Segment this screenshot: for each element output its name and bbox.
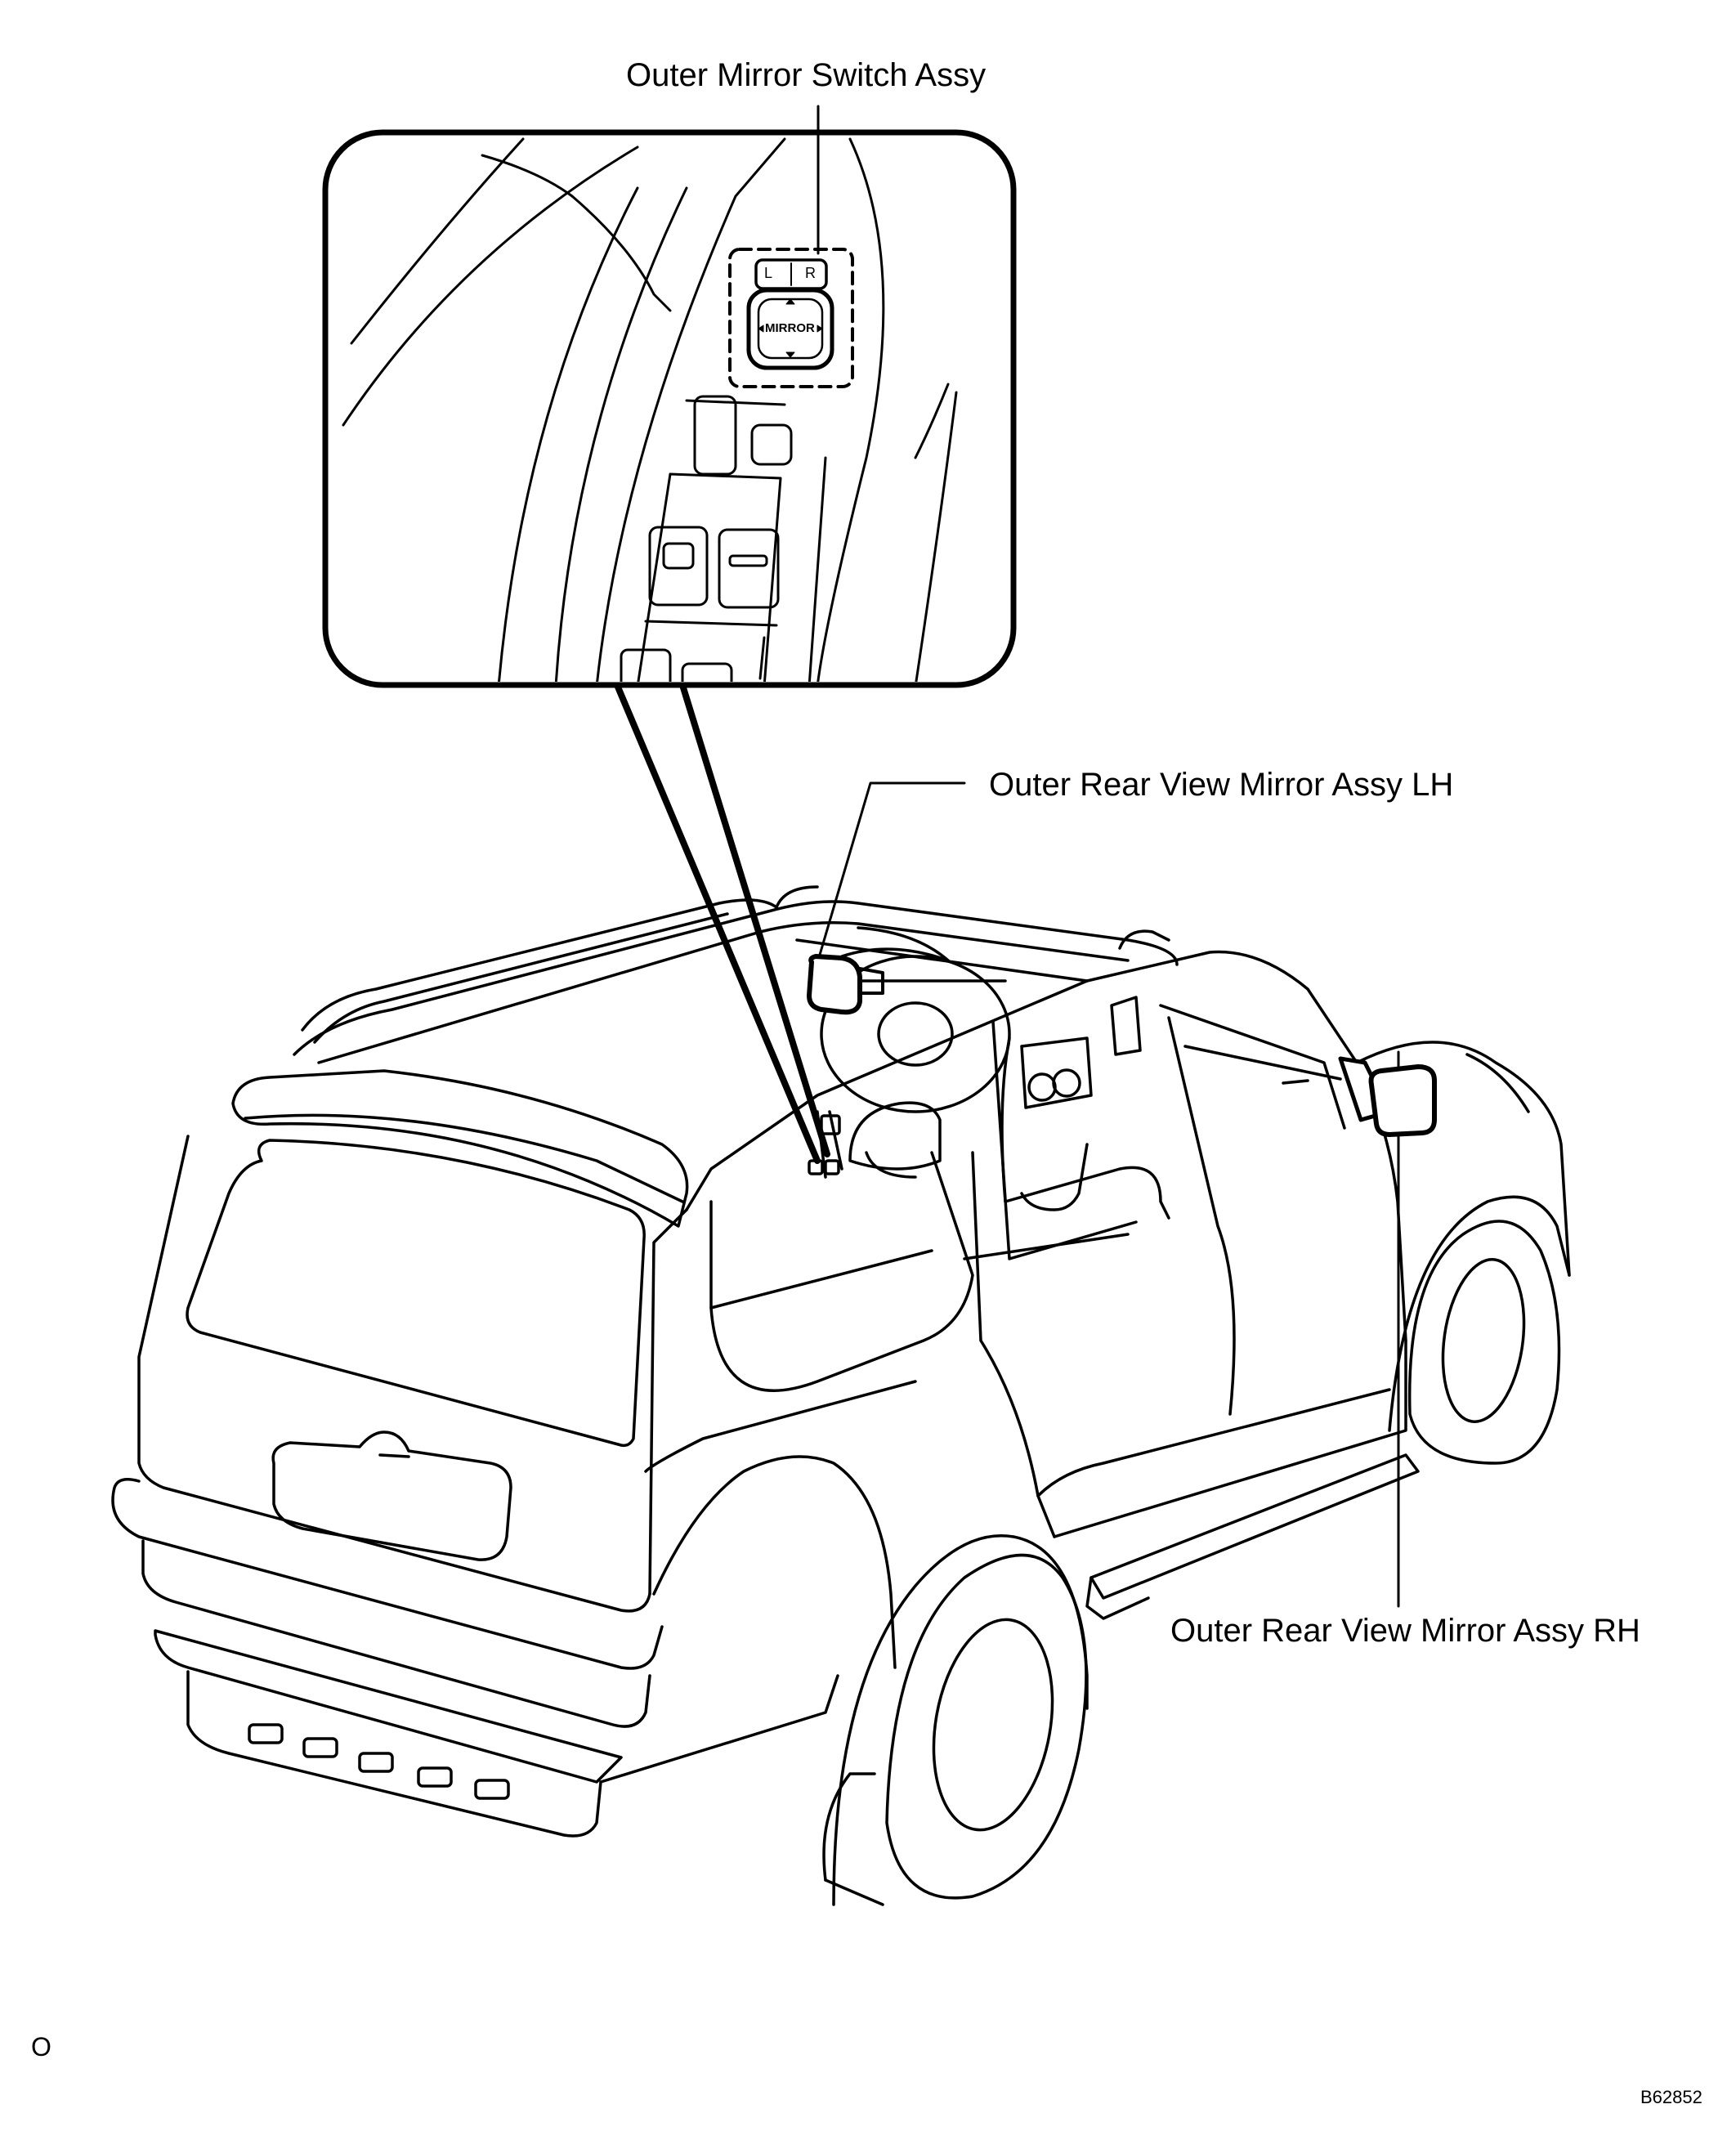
front-tire — [1407, 1220, 1561, 1465]
mirror-knob — [746, 288, 834, 370]
lr-selector-right-text: R — [805, 265, 816, 281]
license-plate-recess — [271, 1430, 512, 1561]
rear-wheel — [932, 1618, 1054, 1832]
rear-bumper — [111, 1478, 664, 1670]
rear-spoiler — [231, 1069, 689, 1228]
label-outer-rear-view-mirror-assy-lh: Outer Rear View Mirror Assy LH — [989, 767, 1454, 803]
rear-window — [186, 1139, 646, 1448]
side-step — [1089, 1453, 1420, 1600]
figure-id: B62852 — [1640, 2087, 1702, 2107]
mirror-switch-highlight — [728, 248, 854, 388]
rear-tire — [885, 1553, 1088, 1900]
leader-lines — [817, 105, 1400, 1608]
lr-selector-left-text: L — [764, 265, 773, 281]
mirror-lh — [807, 954, 862, 1015]
corner-mark: O — [31, 2032, 51, 2062]
steering-wheel — [820, 955, 1011, 1113]
mirror-rh — [1368, 1064, 1437, 1137]
front-wheel — [1441, 1257, 1526, 1424]
label-outer-mirror-switch-assy: Outer Mirror Switch Assy — [626, 57, 987, 93]
inset-frame — [322, 129, 1017, 688]
label-outer-rear-view-mirror-assy-rh: Outer Rear View Mirror Assy RH — [1170, 1613, 1640, 1649]
mirror-knob-text: MIRROR — [765, 321, 815, 335]
detail-inset — [322, 129, 1017, 1164]
vehicle — [111, 885, 1571, 1906]
leader-mirror-lh — [818, 781, 966, 956]
inset-pointer — [614, 682, 830, 1164]
